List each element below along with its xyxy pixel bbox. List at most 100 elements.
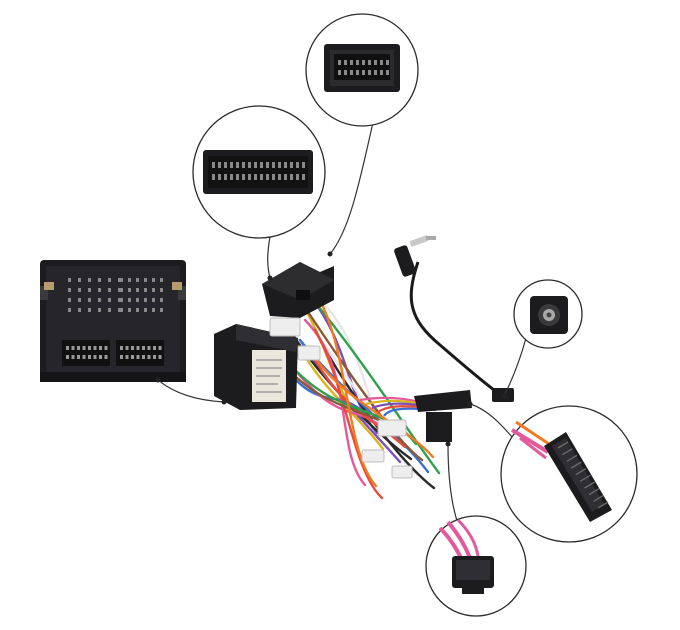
pin <box>338 60 341 65</box>
pin <box>296 174 299 180</box>
pin <box>248 174 251 180</box>
pin <box>98 298 101 302</box>
pin <box>136 278 139 282</box>
pin <box>248 162 251 168</box>
pin <box>242 174 245 180</box>
pin <box>118 288 121 292</box>
wire <box>298 298 424 462</box>
rib <box>584 481 596 489</box>
pin <box>77 355 80 359</box>
pin <box>125 346 129 350</box>
pin <box>68 278 71 282</box>
pin <box>284 162 287 168</box>
pin <box>153 355 156 359</box>
pin <box>142 355 145 359</box>
pin <box>374 60 377 65</box>
radio-side-connector-a <box>262 262 334 318</box>
pin <box>158 346 162 350</box>
pin <box>99 346 102 350</box>
lower-pin-grid <box>66 346 162 359</box>
pin <box>242 162 245 168</box>
pin <box>236 162 239 168</box>
pin <box>144 278 147 282</box>
pin <box>98 308 101 312</box>
pin <box>88 355 91 359</box>
pin <box>362 60 365 65</box>
pin <box>78 308 81 312</box>
pin <box>224 162 227 168</box>
rib <box>557 441 569 449</box>
pin <box>260 162 263 168</box>
pin <box>278 174 281 180</box>
pin <box>344 60 347 65</box>
pin <box>302 162 305 168</box>
pin <box>88 278 91 282</box>
rib <box>597 501 609 509</box>
pin <box>272 162 275 168</box>
pin <box>147 346 151 350</box>
pin <box>131 355 134 359</box>
slim-connector-with-pink-wires-closeup-icon <box>510 420 612 522</box>
antenna-adapter-cable <box>394 235 514 402</box>
pin <box>128 278 131 282</box>
pin <box>212 174 215 180</box>
callout-top-center <box>305 13 419 127</box>
pin <box>71 346 75 350</box>
pin <box>136 355 140 359</box>
pin <box>82 355 86 359</box>
pin <box>120 278 123 282</box>
pin <box>284 174 287 180</box>
pin <box>68 288 71 292</box>
pin <box>77 346 80 350</box>
pin <box>118 308 121 312</box>
pin <box>160 298 163 302</box>
callout-right-lower <box>500 405 638 543</box>
rib <box>570 461 582 469</box>
pin <box>230 174 233 180</box>
pin <box>108 308 111 312</box>
pin <box>136 308 139 312</box>
pin <box>78 298 81 302</box>
pin <box>386 70 389 75</box>
antenna-socket-closeup-icon <box>530 296 568 334</box>
pin <box>99 355 102 359</box>
pin <box>368 60 371 65</box>
pin <box>144 288 147 292</box>
pin <box>260 174 263 180</box>
pin <box>78 278 81 282</box>
pin <box>128 298 131 302</box>
callout-right-upper <box>513 279 583 349</box>
pin <box>254 162 257 168</box>
pin <box>296 162 299 168</box>
pin <box>362 70 365 75</box>
rib <box>579 474 591 482</box>
white-connector-clip <box>269 317 321 361</box>
pin <box>266 162 269 168</box>
pin <box>120 298 123 302</box>
pin <box>120 288 123 292</box>
pin <box>386 60 389 65</box>
pin <box>98 288 101 292</box>
pin <box>272 174 275 180</box>
pin <box>66 355 69 359</box>
pin <box>278 162 281 168</box>
rib <box>593 494 604 502</box>
pin <box>120 346 123 350</box>
pin <box>236 174 239 180</box>
pin <box>88 288 91 292</box>
pin <box>230 162 233 168</box>
pin <box>152 308 155 312</box>
pin <box>66 346 69 350</box>
pin <box>152 288 155 292</box>
pin <box>218 162 221 168</box>
pin <box>350 70 353 75</box>
pin <box>356 70 359 75</box>
pin <box>344 70 347 75</box>
pin <box>302 174 305 180</box>
radio-side-connector-b <box>214 324 298 410</box>
callout-top-left <box>192 105 326 239</box>
pin <box>93 346 97 350</box>
pin <box>128 288 131 292</box>
pin <box>93 355 97 359</box>
